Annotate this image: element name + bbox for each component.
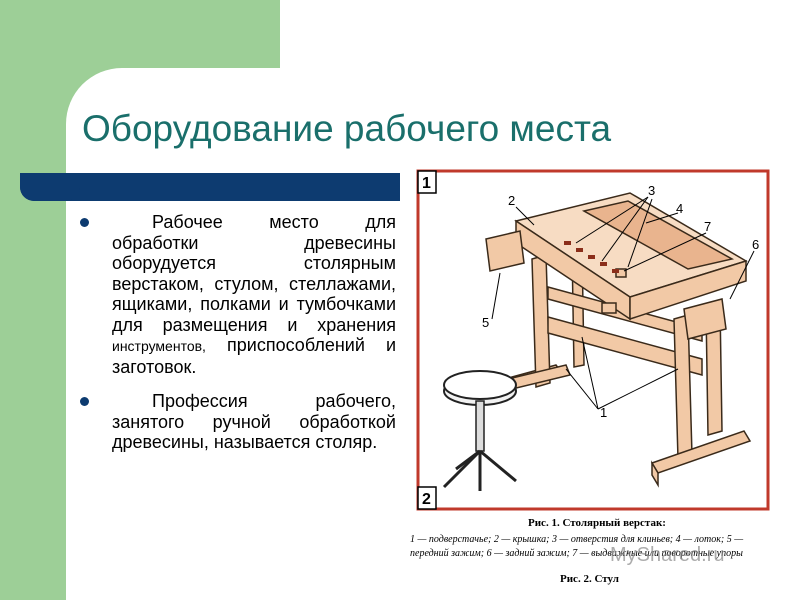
workbench-drawing [485, 192, 752, 488]
figure-caption-stool: Рис. 2. Стул [560, 573, 619, 585]
workbench-illustration: 1 2 [416, 169, 770, 511]
title-underline-bar [20, 173, 400, 201]
stool-drawing [442, 370, 517, 491]
figure-caption-line: передний зажим; 6 — задний зажим; 7 — вы… [410, 548, 743, 559]
figure-caption-line: 1 — подверстачье; 2 — крышка; 3 — отверс… [410, 534, 744, 545]
bullet-text-small: инструментов, [112, 338, 206, 354]
bullet-text: приспособлений и заготовок. [112, 335, 396, 377]
slide-title: Оборудование рабочего места [82, 108, 612, 149]
callout-label: 5 [482, 315, 489, 330]
callout-label: 1 [600, 405, 607, 420]
bullet-text: Рабочее место для обработки древесины об… [112, 212, 396, 335]
panel-label-box [417, 486, 437, 510]
callout-label: 6 [752, 237, 759, 252]
bullet-item: Профессия рабочего, занятого ручной обра… [76, 391, 396, 453]
bullet-dot-icon [80, 397, 89, 406]
bullet-dot-icon [80, 218, 89, 227]
callout-lines [491, 196, 755, 410]
figure-caption-title: Рис. 1. Столярный верстак: [528, 517, 666, 529]
slide-body: Рабочее место для обработки древесины об… [76, 212, 396, 467]
title-bar-tab [20, 173, 80, 201]
panel-label-box [417, 170, 437, 194]
callout-numbers: 2 3 4 7 6 5 1 [482, 183, 759, 420]
bullet-text: Профессия рабочего, занятого ручной обра… [112, 391, 396, 452]
bullet-item: Рабочее место для обработки древесины об… [76, 212, 396, 377]
panel-label: 2 [422, 491, 431, 508]
watermark-logo: MyShared.ru [610, 544, 725, 566]
callout-label: 2 [508, 193, 515, 208]
workbench-holes [564, 241, 619, 273]
callout-label: 7 [704, 219, 711, 234]
callout-label: 4 [676, 201, 683, 216]
panel-label: 1 [422, 175, 431, 192]
callout-label: 3 [648, 183, 655, 198]
